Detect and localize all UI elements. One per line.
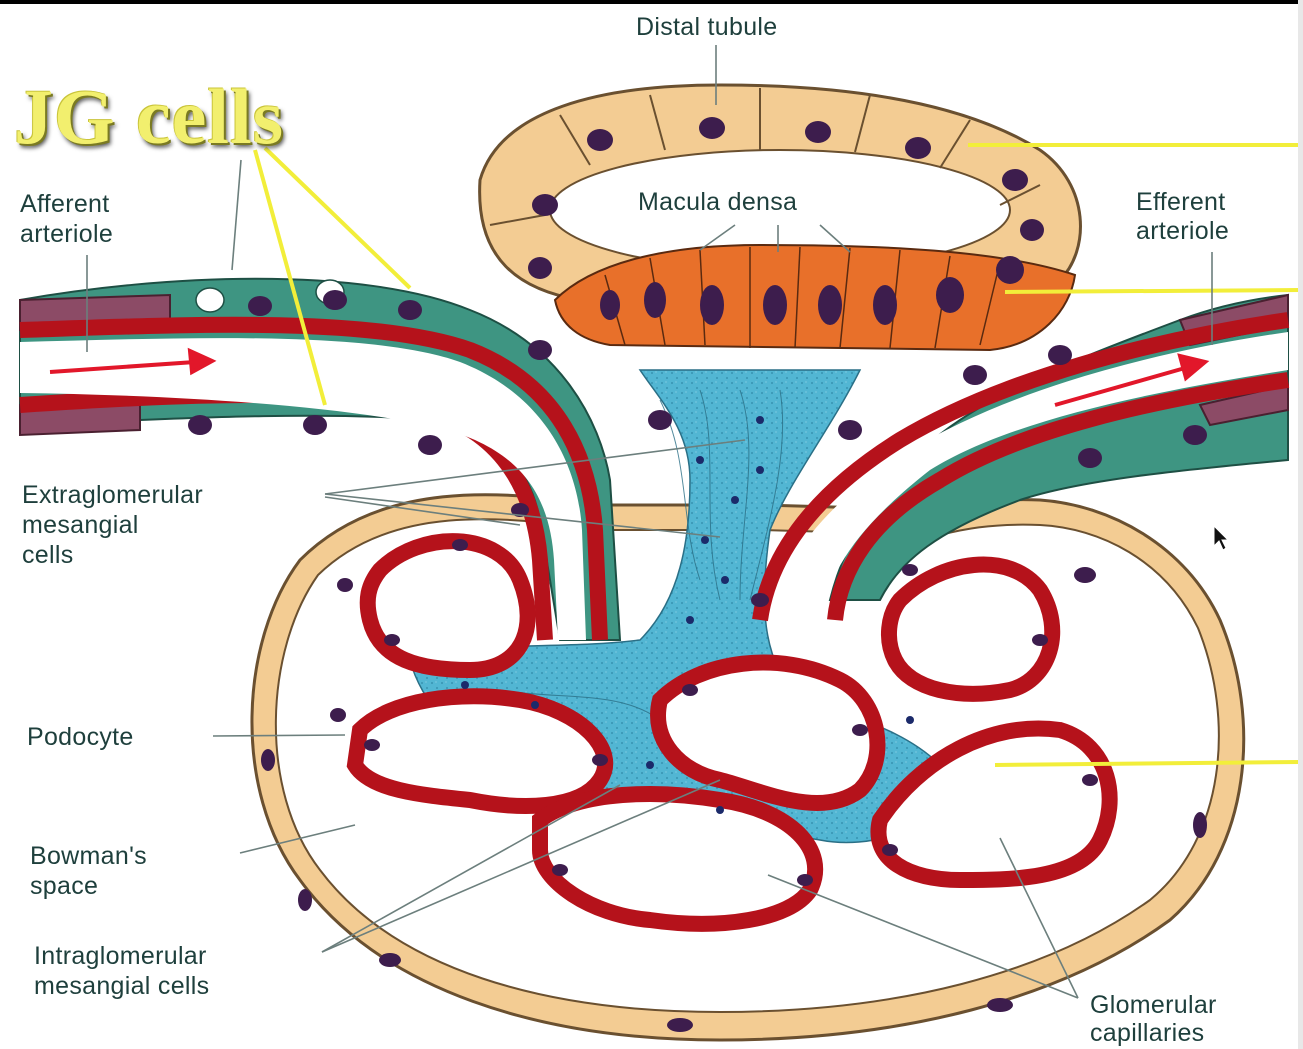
macula-densa: [555, 245, 1075, 350]
label-distal-tubule: Distal tubule: [636, 12, 777, 42]
right-border: [1298, 0, 1303, 1049]
diagram-title: JG cells: [14, 74, 284, 160]
label-macula-densa: Macula densa: [638, 187, 797, 217]
mouse-cursor-icon: [1214, 526, 1228, 550]
label-podocyte: Podocyte: [27, 722, 134, 752]
top-border: [0, 0, 1303, 4]
